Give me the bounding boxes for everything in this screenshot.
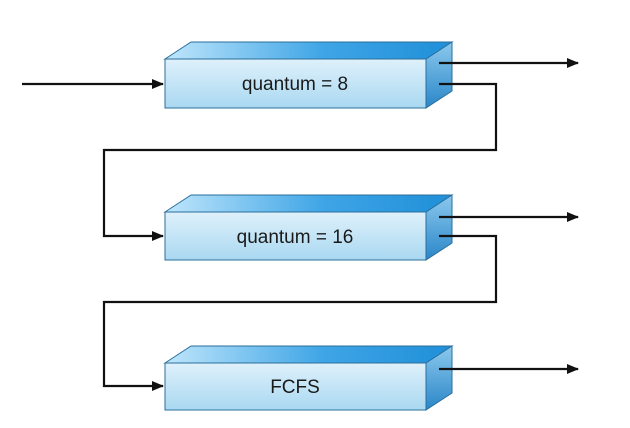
demotion-arrow-1-to-2 — [102, 82, 498, 241]
queue-box-3-front-face — [164, 362, 427, 411]
queue-box-1-top-face — [163, 41, 454, 60]
demotion-arrow-2-to-3 — [102, 234, 498, 391]
queue-box-3: FCFS — [163, 345, 454, 411]
queue-label-2: quantum = 16 — [237, 227, 354, 248]
queue-box-1-front-face — [164, 58, 427, 109]
queue-box-2-front-face — [164, 211, 427, 261]
queue-box-3-top-face — [163, 345, 454, 364]
queue-box-2: quantum = 16 — [163, 194, 454, 261]
queue-box-2-top-face — [163, 194, 454, 213]
queue-label-1: quantum = 8 — [242, 74, 348, 95]
queue-box-1: quantum = 8 — [163, 41, 454, 109]
queue-label-3: FCFS — [270, 377, 320, 398]
